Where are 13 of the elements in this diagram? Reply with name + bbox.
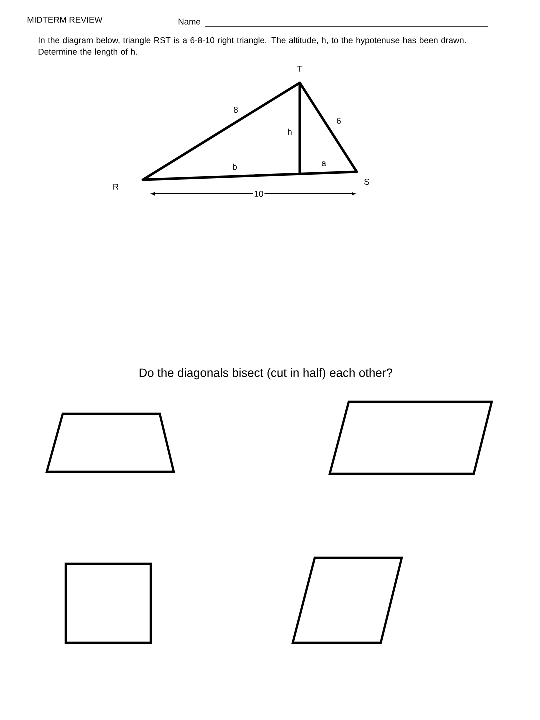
- question: Do the diagonals bisect (cut in half) each other?: [140, 368, 393, 380]
- vertex-label: T: [298, 66, 302, 72]
- side-label: 6: [337, 118, 341, 124]
- name-label: Name: [178, 18, 200, 25]
- vertex-label: S: [364, 179, 370, 185]
- segment-label: a: [322, 162, 326, 166]
- page-title: MIDTERM REVIEW: [28, 17, 103, 23]
- side-label: 8: [234, 107, 238, 113]
- vertex-label: R: [114, 184, 119, 190]
- altitude-label: h: [288, 128, 292, 136]
- segment-label: b: [233, 164, 237, 170]
- instructions: In the diagram below, triangle RST is a 6-8-10 right triangle. The altitude, h, to the hypotenuse has been drawn. Determine the length of h.: [38, 37, 466, 57]
- dimension-label: 10: [254, 191, 264, 197]
